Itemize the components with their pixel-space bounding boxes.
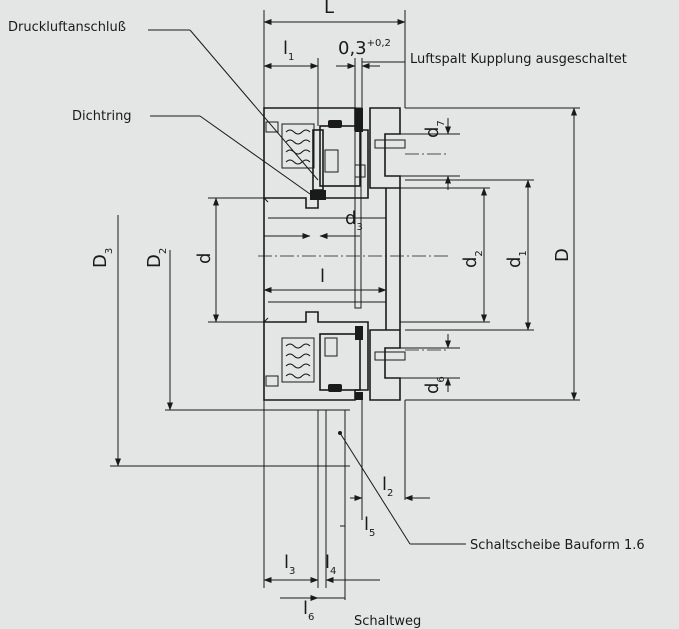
label-seal-ring: Dichtring: [72, 109, 132, 124]
label-switch-disc: Schaltscheibe Bauform 1.6: [470, 538, 645, 553]
dim-D: D: [552, 248, 573, 262]
dim-l5: l5: [364, 514, 375, 539]
dim-l3: l3: [284, 552, 295, 577]
upper-section: [263, 107, 406, 309]
dim-d6: d6: [422, 376, 447, 394]
label-air-gap: Luftspalt Kupplung ausgeschaltet: [410, 52, 627, 67]
leader-lines: [148, 29, 466, 545]
dim-l6: l6: [303, 598, 314, 623]
dim-l4: l4: [325, 552, 336, 577]
dim-gap: 0,3+0,2: [338, 38, 391, 59]
dim-d1: d1: [504, 250, 529, 268]
dim-d2: d2: [460, 250, 485, 268]
label-switch-travel: Schaltweg: [354, 614, 421, 629]
lower-section: [263, 311, 406, 401]
dim-L: L: [324, 0, 334, 18]
dim-l2: l2: [382, 474, 393, 499]
dim-d: d: [194, 253, 215, 264]
dim-d3: d3: [345, 208, 363, 233]
dim-l: l: [320, 266, 325, 287]
dim-d7: d7: [422, 120, 447, 138]
label-air-connection: Druckluftanschluß: [8, 20, 126, 35]
dim-l1: l1: [283, 38, 294, 63]
dimension-lines: [115, 19, 577, 601]
dim-D2: D2: [144, 248, 169, 268]
dim-D3: D3: [90, 248, 115, 268]
bore-area: [258, 153, 448, 351]
extension-lines: [110, 10, 580, 600]
text-labels: Druckluftanschluß Dichtring Luftspalt Ku…: [8, 0, 645, 629]
